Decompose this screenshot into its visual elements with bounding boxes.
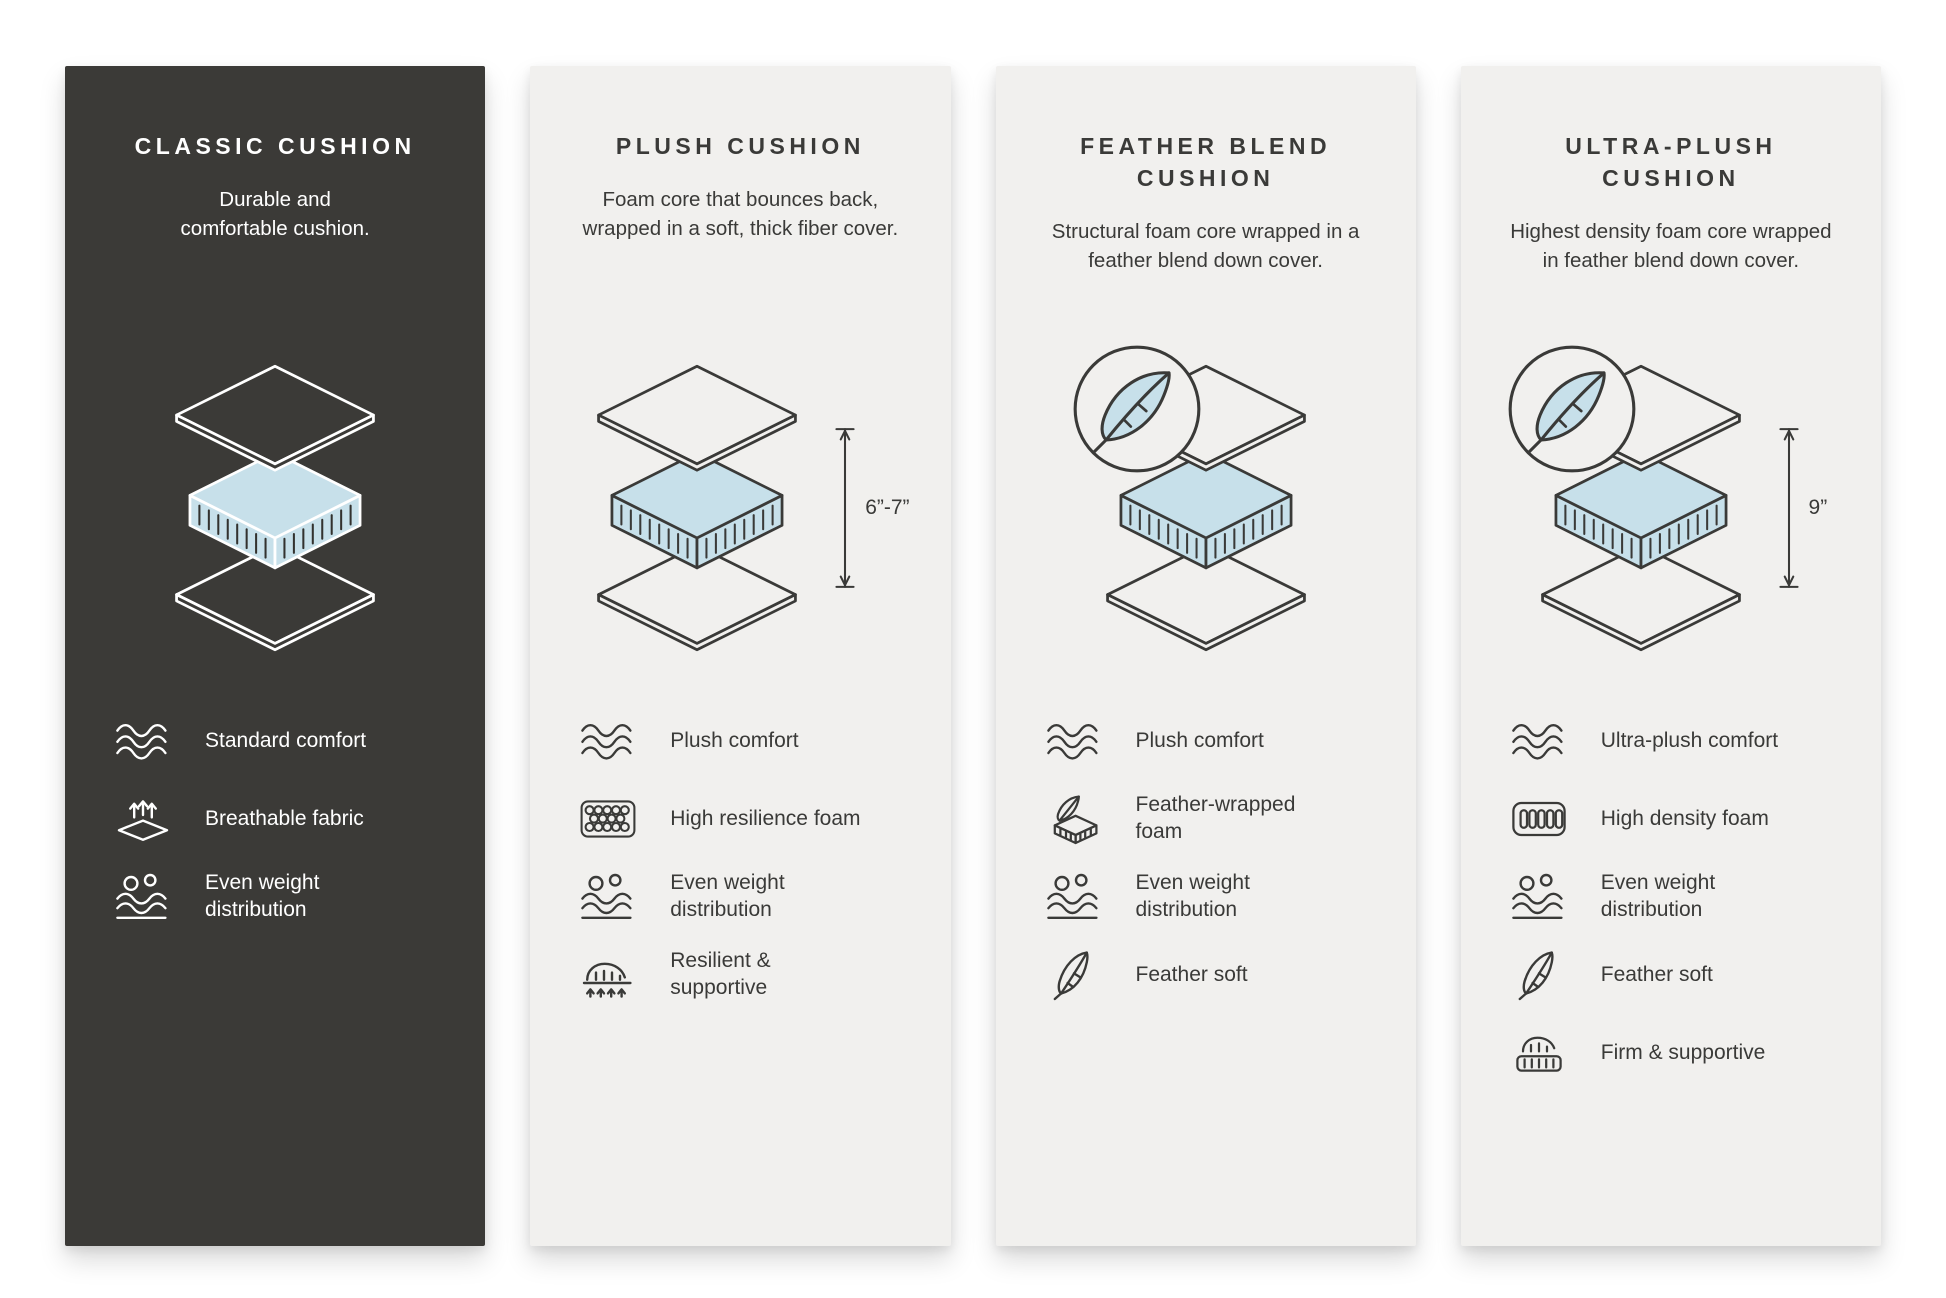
feature-label: Firm & supportive <box>1600 1040 1766 1064</box>
cushion-diagram: 6”-7” <box>570 336 910 680</box>
feature-item: High density foam <box>1507 792 1841 846</box>
feature-item: Ultra-plush comfort <box>1507 714 1841 768</box>
breathable-icon <box>111 792 175 846</box>
feature-item: Resilient & supportive <box>576 948 910 1002</box>
feature-list: Standard comfort Breathable fabric Even … <box>105 714 445 924</box>
feature-item: Even weight distribution <box>1507 870 1841 924</box>
cushion-diagram: 9” <box>1501 336 1841 680</box>
card-description: Highest density foam core wrapped in fea… <box>1510 220 1832 273</box>
feature-item: Standard comfort <box>111 714 445 768</box>
waves-icon <box>1507 714 1571 768</box>
feature-label: Feather soft <box>1135 962 1248 986</box>
weight-distribution-icon <box>1042 870 1106 924</box>
waves-icon <box>111 714 175 768</box>
dimension-bracket-icon <box>1777 415 1801 601</box>
height-measurement: 6”-7” <box>833 415 910 601</box>
feature-item: Plush comfort <box>576 714 910 768</box>
feature-label: Even weight distribution <box>1600 871 1716 921</box>
foam-honeycomb-icon <box>576 792 640 846</box>
feature-item: Firm & supportive <box>1507 1026 1841 1080</box>
height-measurement: 9” <box>1777 415 1828 601</box>
feature-item: High resilience foam <box>576 792 910 846</box>
card-classic-cushion: CLASSIC CUSHION Durable and comfortable … <box>65 66 486 1246</box>
feature-label: Breathable fabric <box>205 806 364 830</box>
card-description: Foam core that bounces back, wrapped in … <box>582 188 899 240</box>
cushion-layers <box>571 358 823 658</box>
feather-badge-icon <box>1505 342 1639 476</box>
card-title: ULTRA-PLUSH CUSHION <box>1565 133 1777 192</box>
feature-list: Plush comfort Feather-wrapped foam Even … <box>1036 714 1376 1002</box>
card-feather-blend-cushion: FEATHER BLEND CUSHION Structural foam co… <box>995 66 1416 1246</box>
card-description: Structural foam core wrapped in a feathe… <box>1051 220 1360 273</box>
height-value: 9” <box>1808 496 1828 519</box>
feature-item: Breathable fabric <box>111 792 445 846</box>
cushion-layers <box>149 358 401 658</box>
weight-distribution-icon <box>1507 870 1571 924</box>
card-title: FEATHER BLEND CUSHION <box>1080 133 1332 192</box>
feather-foam-icon <box>1042 792 1106 846</box>
feature-label: Plush comfort <box>670 728 799 752</box>
feather-icon <box>1042 948 1106 1002</box>
cushion-diagram <box>1036 336 1376 680</box>
feature-item: Even weight distribution <box>111 870 445 924</box>
feature-list: Plush comfort High resilience foam Even … <box>570 714 910 1002</box>
feature-label: Ultra-plush comfort <box>1600 728 1779 752</box>
cushion-layers-illustration <box>149 358 401 658</box>
card-header: CLASSIC CUSHION Durable and comfortable … <box>105 130 445 336</box>
waves-icon <box>1042 714 1106 768</box>
feature-item: Plush comfort <box>1042 714 1376 768</box>
feature-item: Even weight distribution <box>576 870 910 924</box>
card-header: FEATHER BLEND CUSHION Structural foam co… <box>1036 130 1376 336</box>
feature-label: Even weight distribution <box>205 871 320 921</box>
feature-label: Resilient & supportive <box>670 949 771 999</box>
feature-label: Standard comfort <box>205 728 367 752</box>
density-foam-icon <box>1507 792 1571 846</box>
card-description: Durable and comfortable cushion. <box>180 188 370 240</box>
cushion-diagram <box>105 336 445 680</box>
feature-label: Plush comfort <box>1135 728 1264 752</box>
height-value: 6”-7” <box>865 496 910 519</box>
feature-label: Feather soft <box>1600 962 1713 986</box>
feature-label: High density foam <box>1600 806 1769 830</box>
feather-icon <box>1507 948 1571 1002</box>
cushion-layers <box>1080 358 1332 658</box>
feather-badge-icon <box>1070 342 1204 476</box>
feature-item: Even weight distribution <box>1042 870 1376 924</box>
card-title: PLUSH CUSHION <box>615 133 865 159</box>
card-plush-cushion: PLUSH CUSHION Foam core that bounces bac… <box>530 66 951 1246</box>
dimension-bracket-icon <box>833 415 857 601</box>
feature-label: Feather-wrapped foam <box>1135 793 1296 843</box>
feature-list: Ultra-plush comfort High density foam Ev… <box>1501 714 1841 1080</box>
card-header: ULTRA-PLUSH CUSHION Highest density foam… <box>1501 130 1841 336</box>
cushion-layers-illustration <box>571 358 823 658</box>
feature-label: Even weight distribution <box>1135 871 1250 921</box>
waves-icon <box>576 714 640 768</box>
card-title: CLASSIC CUSHION <box>134 133 416 159</box>
resilient-icon <box>576 948 640 1002</box>
firm-icon <box>1507 1026 1571 1080</box>
cushion-layers <box>1515 358 1767 658</box>
feature-item: Feather soft <box>1507 948 1841 1002</box>
card-header: PLUSH CUSHION Foam core that bounces bac… <box>570 130 910 336</box>
weight-distribution-icon <box>111 870 175 924</box>
feature-label: High resilience foam <box>670 806 861 830</box>
weight-distribution-icon <box>576 870 640 924</box>
feature-label: Even weight distribution <box>670 871 785 921</box>
feature-item: Feather soft <box>1042 948 1376 1002</box>
feature-item: Feather-wrapped foam <box>1042 792 1376 846</box>
card-ultra-plush-cushion: ULTRA-PLUSH CUSHION Highest density foam… <box>1460 66 1881 1246</box>
